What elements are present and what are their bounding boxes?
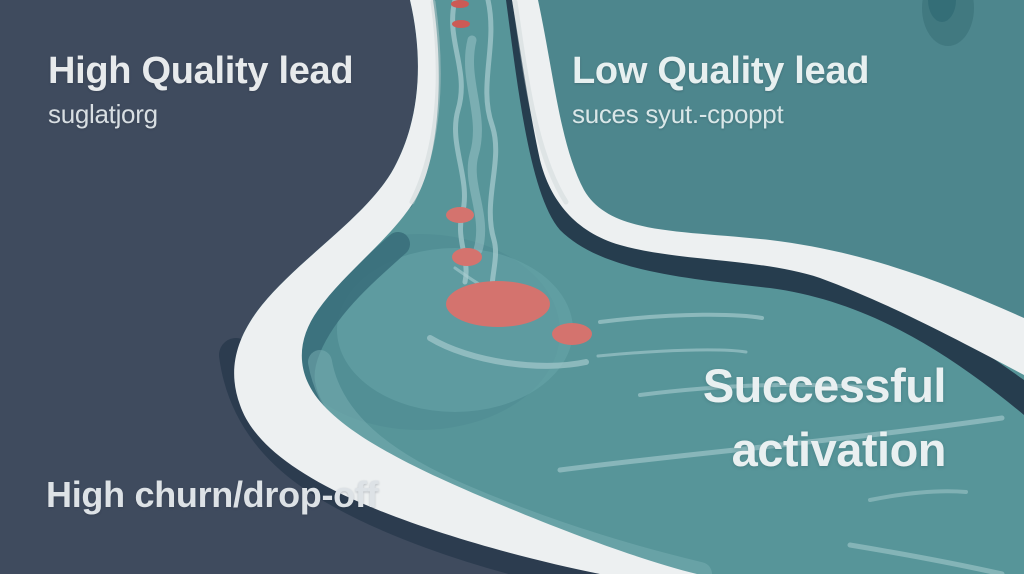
right-bank-slope-shade (512, 0, 569, 205)
stream-streak (450, 0, 469, 285)
lead-dot (446, 207, 474, 223)
right-bank (512, 0, 1024, 375)
delta-streak (596, 348, 748, 358)
lead-dot (451, 0, 469, 8)
lead-dot (552, 323, 592, 345)
river-shape (301, 0, 1024, 574)
low-quality-lead-subtitle: suces syut.-cpoppt (572, 99, 784, 129)
delta-streak (868, 489, 968, 502)
left-bank-slope-shade (409, 0, 441, 205)
delta-streak (638, 382, 874, 397)
delta-streak (427, 335, 589, 369)
stream-streak (465, 35, 486, 255)
high-quality-lead-title: High Quality lead (48, 50, 354, 92)
label-low-quality-lead: Low Quality lead suces syut.-cpoppt (572, 52, 869, 130)
lead-dot-large (446, 281, 550, 327)
delta-streak (847, 542, 1005, 574)
background-smudge-core (928, 0, 956, 22)
left-bank (234, 0, 697, 574)
churn-region (0, 0, 600, 574)
label-successful-activation: Successful activation (702, 354, 947, 482)
high-quality-lead-subtitle: suglatjorg (48, 99, 158, 129)
delta-streak (598, 312, 764, 324)
stream-streak (484, 0, 499, 311)
low-quality-lead-title: Low Quality lead (572, 50, 870, 92)
right-bank-shadow (506, 0, 1024, 415)
label-high-quality-lead: High Quality lead suglatjorg (48, 50, 354, 130)
delta-streak (557, 415, 1005, 473)
successful-activation-line2: activation (731, 422, 947, 476)
successful-activation-line1: Successful (702, 359, 947, 412)
high-churn-title: High churn/drop-off (46, 474, 379, 515)
lead-dot (452, 248, 482, 266)
lead-dot (452, 20, 470, 28)
label-high-churn: High churn/drop-off (46, 474, 379, 515)
